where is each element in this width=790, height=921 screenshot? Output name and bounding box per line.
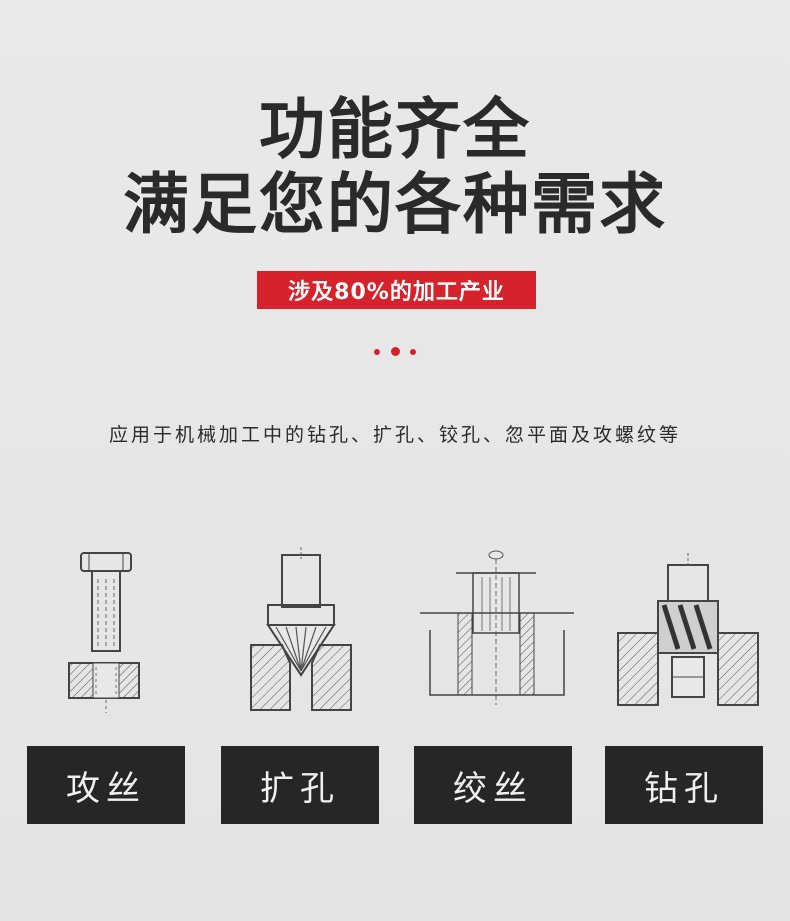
application-description: 应用于机械加工中的钻孔、扩孔、铰孔、忽平面及攻螺纹等 (108, 424, 681, 446)
dot-icon (410, 349, 416, 355)
dot-icon (374, 349, 380, 355)
tap-diagram-icon (68, 552, 140, 713)
countersink-diagram-icon (250, 547, 352, 711)
decorative-dots (374, 347, 418, 357)
process-label-reaming: 绞丝 (414, 746, 572, 824)
drill-diagram-icon (617, 553, 759, 706)
process-label-drilling: 钻孔 (605, 746, 763, 824)
headline-line2: 满足您的各种需求 (123, 166, 667, 243)
industry-badge: 涉及80%的加工产业 (257, 271, 536, 309)
dot-icon (391, 347, 400, 356)
headline-line1: 功能齐全 (259, 91, 531, 168)
process-label-countersinking: 扩孔 (221, 746, 379, 824)
process-label-tapping: 攻丝 (27, 746, 185, 824)
ream-diagram-icon (420, 550, 574, 705)
